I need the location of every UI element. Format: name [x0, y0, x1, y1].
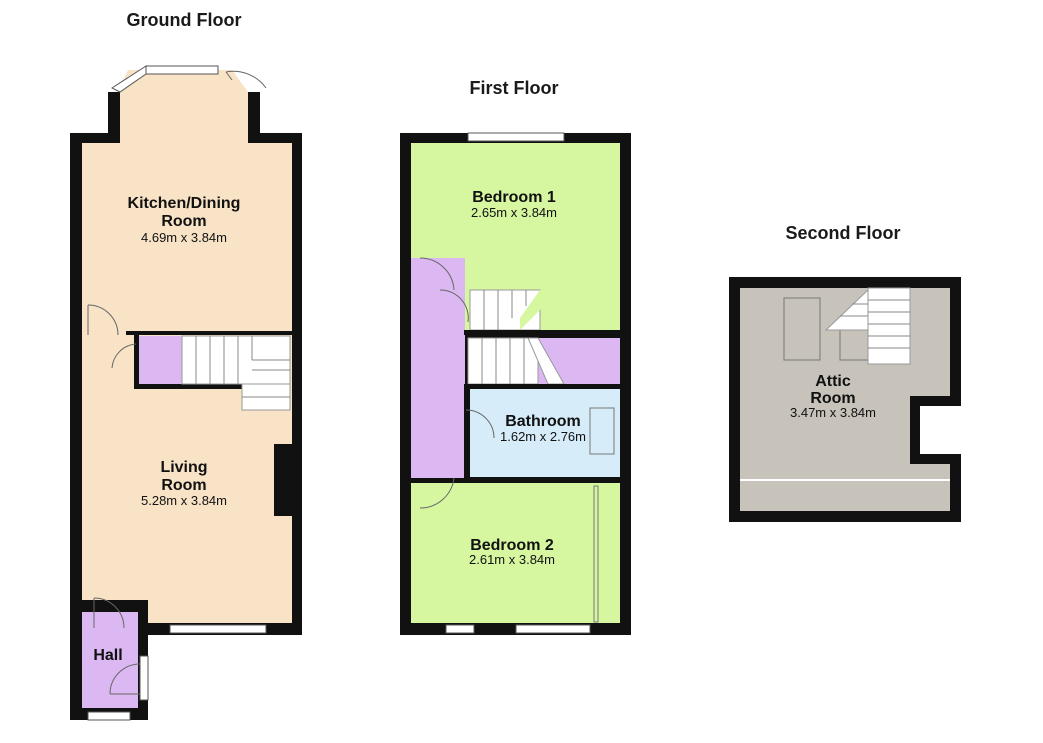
kitchen-label-1: Kitchen/Dining — [128, 195, 241, 212]
bedroom-2-dims: 2.61m x 3.84m — [469, 552, 555, 567]
ground-floor: Ground Floor — [70, 10, 302, 721]
attic-rooflight-1 — [783, 297, 821, 361]
bedroom-2-door-swing — [419, 477, 455, 509]
bay-window-front — [145, 65, 219, 75]
bay-window-side — [110, 65, 147, 93]
attic-notch-void — [920, 406, 961, 454]
living-front-window — [169, 624, 267, 634]
ground-floor-title: Ground Floor — [127, 10, 242, 30]
bathroom-label: Bathroom — [505, 413, 581, 430]
bedroom-2-label: Bedroom 2 — [470, 537, 554, 554]
hall-inner-door-swing — [93, 597, 125, 629]
first-staircase-lower — [467, 337, 620, 385]
bay-wall-left — [108, 92, 120, 140]
first-partition-3 — [411, 478, 620, 483]
bedroom-2-window-small — [445, 624, 475, 634]
kitchen-label-2: Room — [161, 213, 206, 230]
bedroom-1-door-swing — [439, 289, 469, 323]
cupboard-door-swing — [111, 343, 137, 369]
back-door-leaf — [225, 71, 233, 81]
bathroom-door-swing — [465, 409, 495, 439]
hall-front-window — [87, 711, 131, 721]
attic-label-1: Attic — [815, 373, 851, 390]
bedroom-2-window — [515, 624, 591, 634]
bath-tub — [589, 407, 615, 455]
first-floor: First Floor — [400, 78, 631, 635]
second-floor-title: Second Floor — [785, 223, 900, 243]
bay-opening — [120, 133, 248, 145]
living-dims: 5.28m x 3.84m — [141, 493, 227, 508]
hall-opening — [82, 623, 138, 635]
kitchen-bay — [120, 70, 248, 133]
landing — [411, 258, 465, 480]
understairs-wall — [134, 331, 139, 387]
ground-partition-bottom — [134, 384, 242, 389]
first-partition-1 — [464, 330, 620, 335]
wardrobe — [593, 485, 599, 623]
landing-door-swing-1 — [419, 257, 455, 291]
first-partition-2 — [464, 384, 620, 389]
ground-staircase — [181, 335, 291, 411]
second-floor: Second Floor Attic Room 3.47m x 3.84m — [729, 223, 961, 522]
bay-wall-right — [248, 92, 260, 140]
attic-staircase — [824, 287, 911, 365]
kitchen-door-swing — [87, 304, 119, 336]
bedroom-1-dims: 2.65m x 3.84m — [471, 205, 557, 220]
ground-partition-top — [126, 331, 292, 335]
bathroom — [470, 389, 620, 477]
attic-label-2: Room — [810, 390, 855, 407]
hall-front-door-swing — [109, 663, 141, 695]
bedroom-1-label: Bedroom 1 — [472, 189, 556, 206]
bedroom-1-window — [467, 132, 565, 142]
first-staircase-upper — [469, 289, 560, 331]
bedroom-2 — [411, 483, 620, 623]
first-floor-title: First Floor — [470, 78, 559, 98]
fireplace — [274, 444, 292, 516]
attic-dims: 3.47m x 3.84m — [790, 405, 876, 420]
living-label-2: Room — [161, 477, 206, 494]
hall-side-window — [139, 655, 149, 701]
bathroom-dims: 1.62m x 2.76m — [500, 429, 586, 444]
kitchen-dims: 4.69m x 3.84m — [141, 230, 227, 245]
hall-label: Hall — [93, 647, 122, 664]
kitchen-dining-room — [82, 143, 292, 331]
bathroom-wall-left — [464, 389, 470, 481]
back-door-swing — [225, 70, 267, 89]
living-label-1: Living — [160, 459, 207, 476]
